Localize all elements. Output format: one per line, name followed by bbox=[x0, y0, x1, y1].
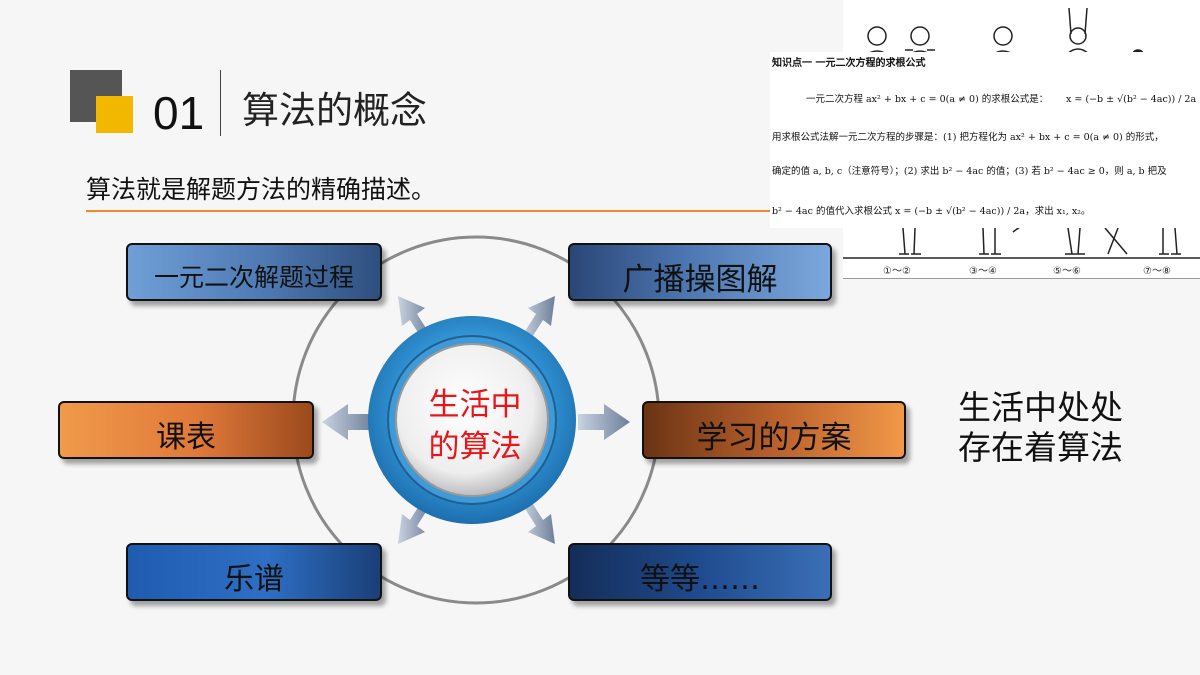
box-etc: 等等…… bbox=[568, 543, 832, 601]
box-study-plan: 学习的方案 bbox=[642, 401, 906, 459]
side-note-line2: 存在着算法 bbox=[958, 428, 1123, 467]
orange-divider bbox=[86, 210, 786, 212]
notes-heading: 知识点一 一元二次方程的求根公式 bbox=[772, 58, 926, 69]
hub-inner bbox=[395, 343, 549, 497]
definition-text: 算法就是解题方法的精确描述。 bbox=[86, 175, 437, 204]
figure-label-1: ①～② bbox=[883, 266, 911, 277]
arrow-up-right bbox=[522, 296, 555, 342]
box-sheet-music-label: 乐谱 bbox=[224, 562, 284, 597]
arrow-right bbox=[578, 404, 630, 440]
box-quadratic-process-label: 一元二次解题过程 bbox=[153, 263, 354, 292]
notes-line-1: 一元二次方程 ax² + bx + c = 0(a ≠ 0) 的求根公式是： bbox=[806, 94, 1049, 105]
notes-line-2: 用求根公式法解一元二次方程的步骤是：(1) 把方程化为 ax² + bx + c… bbox=[772, 132, 1164, 143]
notes-line-4: b² − 4ac 的值代入求根公式 x = (−b ± √(b² − 4ac))… bbox=[772, 206, 1091, 217]
hub-label-line2: 的算法 bbox=[428, 429, 522, 465]
box-etc-label: 等等…… bbox=[640, 562, 760, 597]
figure-label-3: ⑤～⑥ bbox=[1053, 266, 1081, 277]
side-note: 生活中处处 存在着算法 bbox=[958, 388, 1123, 468]
arrow-down-right bbox=[522, 498, 555, 544]
box-sheet-music: 乐谱 bbox=[126, 543, 382, 601]
title-divider bbox=[220, 70, 221, 136]
notes-formula: x = (−b ± √(b² − 4ac)) / 2a bbox=[1066, 94, 1197, 105]
title-square-yellow bbox=[96, 96, 133, 133]
side-note-line1: 生活中处处 bbox=[958, 388, 1123, 427]
box-exercise-diagram-label: 广播操图解 bbox=[622, 261, 778, 298]
hub-label: 生活中 的算法 bbox=[400, 384, 550, 468]
figure-label-4: ⑦～⑧ bbox=[1143, 266, 1171, 277]
quadratic-formula-notes: 知识点一 一元二次方程的求根公式 一元二次方程 ax² + bx + c = 0… bbox=[770, 52, 1200, 228]
box-quadratic-process: 一元二次解题过程 bbox=[126, 243, 382, 301]
box-exercise-diagram: 广播操图解 bbox=[568, 243, 832, 301]
figure-label-2: ③～④ bbox=[969, 266, 997, 277]
box-study-plan-label: 学习的方案 bbox=[696, 419, 852, 456]
section-number: 01 bbox=[153, 87, 205, 139]
arrow-left bbox=[322, 404, 374, 440]
box-timetable-label: 课表 bbox=[156, 420, 216, 455]
hub-label-line1: 生活中 bbox=[428, 387, 522, 423]
notes-line-3: 确定的值 a, b, c（注意符号）；(2) 求出 b² − 4ac 的值；(3… bbox=[772, 166, 1167, 177]
page-title: 算法的概念 bbox=[242, 89, 427, 132]
box-timetable: 课表 bbox=[58, 401, 314, 459]
